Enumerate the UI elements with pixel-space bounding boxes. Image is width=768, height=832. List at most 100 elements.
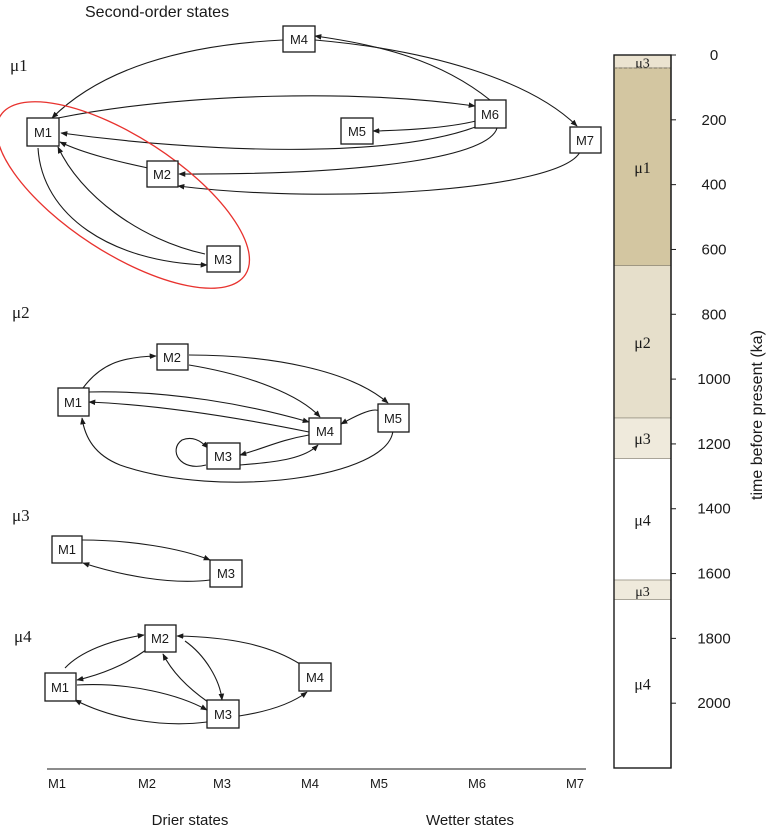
stratum-label-1: μ1 [634, 160, 651, 177]
wetter-states-label: Wetter states [426, 812, 514, 829]
stratum-label-5: μ3 [635, 585, 650, 600]
svg-text:M2: M2 [151, 631, 169, 646]
arc-mu2-m4-to-m3 [239, 434, 310, 456]
mu2-transitions [80, 353, 394, 483]
stratum-label-2: μ2 [634, 335, 651, 352]
mu3-transitions [81, 539, 211, 582]
arc-mu4-m2-to-m1 [76, 649, 147, 682]
node-mu3-m1: M1 [51, 535, 83, 564]
node-mu1-m3: M3 [206, 245, 241, 273]
arc-mu1-m6-to-m2 [178, 127, 498, 177]
arc-mu4-m3-to-m2 [162, 653, 209, 703]
bottom-axis-ticks: M1 M2 M3 M4 M5 M6 M7 [48, 776, 584, 791]
svg-text:M4: M4 [290, 32, 308, 47]
node-mu2-m4: M4 [308, 417, 342, 445]
svg-text:M3: M3 [214, 707, 232, 722]
stratum-label-3: μ3 [634, 431, 651, 448]
arc-mu1-m2-to-m1 [59, 141, 149, 169]
node-mu2-m5: M5 [377, 403, 410, 433]
svg-text:M5: M5 [348, 124, 366, 139]
node-mu1-m4: M4 [282, 25, 316, 53]
node-mu2-m3: M3 [206, 442, 241, 470]
mu1-transitions [37, 34, 581, 268]
svg-text:M4: M4 [306, 670, 324, 685]
arc-mu1-m7-to-m2 [177, 151, 581, 195]
svg-text:M5: M5 [384, 411, 402, 426]
arc-mu2-m5-to-m4 [340, 409, 384, 433]
node-mu4-m2: M2 [144, 624, 177, 653]
time-tick-label-3: 600 [701, 241, 726, 258]
stratum-label-6: μ4 [634, 677, 651, 694]
time-tick-label-1: 200 [701, 112, 726, 129]
arc-mu1-m3-to-m1 [57, 146, 206, 255]
svg-text:M1: M1 [64, 395, 82, 410]
node-mu1-m7: M7 [569, 126, 602, 154]
svg-text:M1: M1 [51, 680, 69, 695]
svg-text:M3: M3 [217, 566, 235, 581]
tick-m1: M1 [48, 776, 66, 791]
arc-mu2-m5-to-m1 [80, 417, 394, 483]
time-tick-label-6: 1200 [697, 436, 730, 453]
svg-text:M7: M7 [576, 133, 594, 148]
stratum-4 [613, 458, 672, 581]
node-mu1-m5: M5 [340, 117, 374, 145]
arc-mu4-m1-to-m3 [76, 684, 208, 711]
arc-mu3-m1-to-m3 [81, 539, 211, 561]
arc-mu4-m4-to-m2 [176, 633, 301, 665]
time-tick-label-2: 400 [701, 177, 726, 194]
arc-mu4-m3-to-m4 [238, 691, 308, 717]
node-mu1-m6: M6 [474, 99, 507, 129]
svg-text:M6: M6 [481, 107, 499, 122]
svg-text:M2: M2 [163, 350, 181, 365]
tick-m6: M6 [468, 776, 486, 791]
arc-mu2-m3-self-loop [175, 437, 209, 467]
svg-text:M1: M1 [34, 125, 52, 140]
tick-m7: M7 [566, 776, 584, 791]
node-mu3-m3: M3 [209, 559, 243, 588]
stratum-2 [613, 265, 672, 419]
highlight-ellipse [0, 101, 251, 289]
node-mu4-m1: M1 [44, 672, 77, 702]
stratum-label-4: μ4 [634, 512, 651, 529]
arc-mu1-m1-to-m6 [57, 95, 476, 119]
node-mu1-m2: M2 [146, 160, 179, 188]
time-tick-label-5: 1000 [697, 371, 730, 388]
time-tick-label-4: 800 [701, 306, 726, 323]
time-tick-label-8: 1600 [697, 566, 730, 583]
tick-m5: M5 [370, 776, 388, 791]
time-tick-label-0: 0 [710, 47, 718, 64]
state-label-mu2: μ2 [12, 303, 30, 322]
node-mu2-m2: M2 [156, 343, 189, 371]
node-mu1-m1: M1 [26, 117, 60, 147]
arc-mu2-m4-to-m1 [88, 399, 310, 433]
node-mu2-m1: M1 [57, 387, 90, 417]
node-mu4-m3: M3 [206, 699, 240, 729]
arc-mu1-m1-to-m3 [37, 147, 208, 268]
svg-text:M3: M3 [214, 449, 232, 464]
arc-mu2-m2-to-m4 [188, 364, 321, 418]
state-label-mu3: μ3 [12, 506, 30, 525]
arc-mu3-m3-to-m1 [82, 562, 211, 582]
arc-mu2-m1-to-m4 [87, 391, 310, 423]
node-mu4-m4: M4 [298, 662, 332, 692]
arc-mu4-m1-to-m2 [64, 633, 145, 669]
arc-mu4-m3-to-m1 [74, 699, 208, 725]
svg-text:M3: M3 [214, 252, 232, 267]
time-tick-label-7: 1400 [697, 501, 730, 518]
arc-mu1-m4-to-m7 [314, 39, 578, 127]
time-axis-label: time before present (ka) [749, 330, 766, 500]
svg-text:M4: M4 [316, 424, 334, 439]
state-label-mu1: μ1 [10, 56, 28, 75]
arc-mu2-m3-to-m4 [239, 444, 319, 466]
svg-text:M2: M2 [153, 167, 171, 182]
arc-mu2-m1-to-m2 [82, 353, 157, 389]
arc-mu2-m2-to-m5 [188, 354, 389, 404]
state-label-mu4: μ4 [14, 627, 32, 646]
arc-mu1-m6-to-m5 [372, 120, 477, 134]
mu4-transitions [64, 633, 308, 725]
time-tick-label-9: 1800 [697, 630, 730, 647]
arc-mu1-m4-to-m1 [51, 39, 284, 119]
